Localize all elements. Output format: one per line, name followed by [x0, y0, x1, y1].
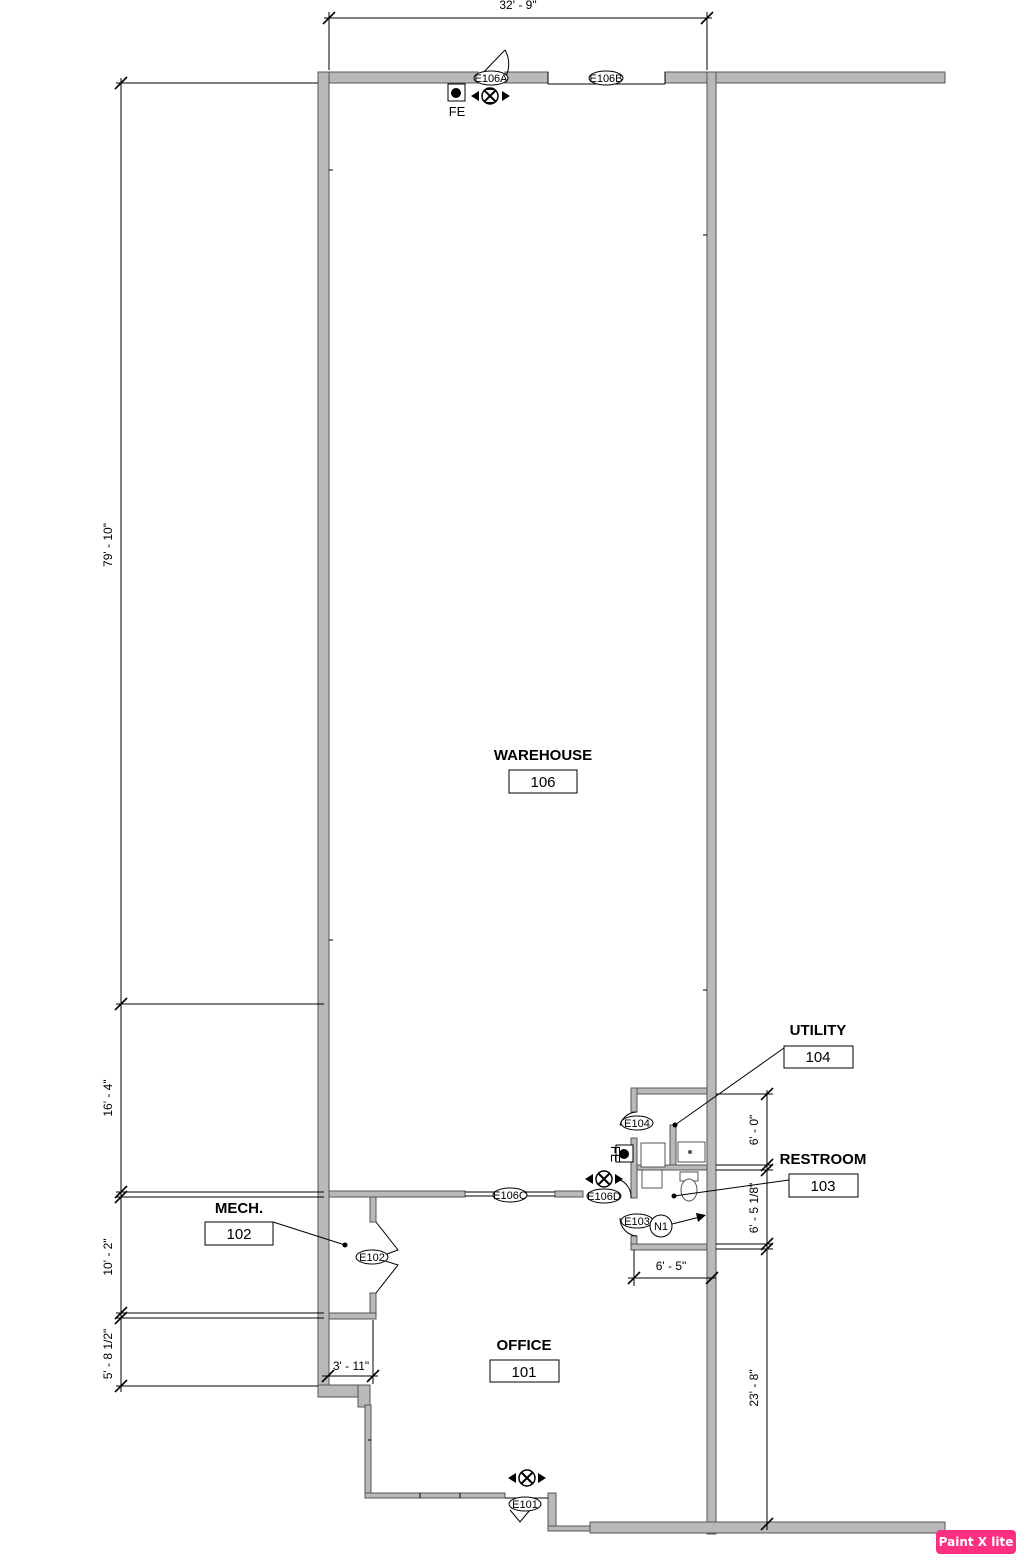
svg-text:106: 106 — [530, 774, 555, 791]
fixtures — [640, 1141, 706, 1202]
svg-text:RESTROOM: RESTROOM — [780, 1151, 867, 1168]
wall-office-corner — [547, 1492, 557, 1532]
wall-partition-left — [328, 1190, 466, 1198]
dim-office-depth: 23' - 8" — [747, 1369, 761, 1406]
svg-text:103: 103 — [810, 1178, 835, 1195]
dim-mech-width: 3' - 11" — [333, 1359, 369, 1373]
wall-right — [706, 71, 717, 1535]
wall-office-corner-b — [547, 1525, 591, 1532]
svg-text:E106C: E106C — [493, 1190, 527, 1202]
room-label-utility: UTILITY 104 — [672, 1022, 854, 1128]
room-label-office: OFFICE 101 — [489, 1337, 560, 1383]
door-tag-e103: E103 — [620, 1213, 654, 1229]
svg-text:E104: E104 — [624, 1118, 650, 1130]
svg-text:OFFICE: OFFICE — [497, 1337, 552, 1354]
wall-utility-top — [630, 1087, 708, 1095]
svg-text:102: 102 — [226, 1226, 251, 1243]
wall-office-left — [364, 1404, 372, 1498]
door-tag-e106c: E106C — [492, 1187, 528, 1203]
room-label-mech: MECH. 102 — [204, 1200, 348, 1248]
dim-mech-depth: 10' - 2" — [101, 1238, 115, 1275]
wall-top-mid — [504, 71, 549, 84]
wall-restroom-bottom — [630, 1243, 708, 1251]
svg-text:E106A: E106A — [474, 73, 508, 85]
svg-text:E106D: E106D — [587, 1191, 621, 1203]
dim-office-offset: 5' - 8 1/2" — [101, 1329, 115, 1380]
svg-text:E102: E102 — [359, 1252, 385, 1264]
wall-mech-base — [328, 1312, 377, 1320]
fire-extinguisher-icon: FE — [447, 83, 466, 119]
door-tag-e102: E102 — [355, 1249, 389, 1265]
room-labels: WAREHOUSE 106 UTILITY 104 RESTROOM 103 M… — [204, 747, 867, 1383]
svg-text:E106B: E106B — [589, 73, 622, 85]
room-label-warehouse: WAREHOUSE 106 — [494, 747, 592, 794]
exit-sign-icon — [585, 1170, 623, 1188]
svg-text:UTILITY: UTILITY — [790, 1022, 847, 1039]
door-tag-e101: E101 — [508, 1496, 542, 1512]
wall-top-left — [317, 71, 479, 84]
paint-x-lite-badge[interactable]: Paint X lite — [936, 1530, 1016, 1554]
wall-office-jamb — [357, 1384, 371, 1408]
exit-sign-icon — [508, 1469, 546, 1487]
door-tag-e106d: E106D — [586, 1188, 622, 1204]
door-tag-e106b: E106B — [588, 70, 624, 86]
door-e103-swing — [619, 1217, 638, 1237]
dimensions: 32' - 9" 79' - 10" 16' - 4" 10' - 2" 5' … — [101, 0, 774, 1531]
exit-sign-icon — [471, 87, 510, 105]
door-tag-e106a: E106A — [473, 70, 509, 86]
wall-mech-top — [369, 1196, 377, 1223]
svg-text:N1: N1 — [654, 1221, 668, 1233]
svg-text:FE: FE — [449, 104, 466, 119]
svg-text:E101: E101 — [512, 1499, 538, 1511]
fire-extinguisher-icon: FE — [608, 1144, 634, 1163]
dim-utility-height: 6' - 0" — [747, 1115, 761, 1146]
svg-text:MECH.: MECH. — [215, 1200, 263, 1217]
dim-restroom-width: 6' - 5" — [656, 1259, 687, 1273]
wall-left — [317, 71, 330, 1398]
toilet-bowl-icon — [680, 1178, 698, 1202]
keynote-n1: N1 — [649, 1213, 706, 1238]
wall-partition-right — [554, 1190, 584, 1198]
door-e106d-swing — [619, 1179, 632, 1199]
door-tags: E106A E106B E106C E106D E104 E103 E102 — [355, 70, 706, 1512]
door-tag-e104: E104 — [620, 1115, 654, 1131]
dim-warehouse-length: 79' - 10" — [101, 523, 115, 567]
svg-text:E103: E103 — [624, 1216, 650, 1228]
door-e101-swing — [509, 1509, 531, 1523]
water-heater-icon — [640, 1142, 666, 1168]
svg-text:FE: FE — [608, 1146, 623, 1163]
wall-utility-bottom — [636, 1164, 708, 1171]
svg-text:WAREHOUSE: WAREHOUSE — [494, 747, 592, 764]
svg-text:101: 101 — [511, 1364, 536, 1381]
dim-restroom-height: 6' - 5 1/8" — [747, 1183, 761, 1234]
restroom-sink-icon — [641, 1169, 663, 1189]
life-safety: FE FE — [447, 83, 634, 1487]
dim-top-width: 32' - 9" — [499, 0, 536, 12]
wall-utility-inner — [669, 1124, 677, 1171]
wall-utility-left-a — [630, 1087, 638, 1113]
wall-office-bottom — [364, 1492, 506, 1499]
svg-text:104: 104 — [805, 1049, 830, 1066]
walls — [317, 71, 946, 1535]
room-label-restroom: RESTROOM 103 — [671, 1151, 867, 1199]
dim-utility-depth: 16' - 4" — [101, 1079, 115, 1116]
